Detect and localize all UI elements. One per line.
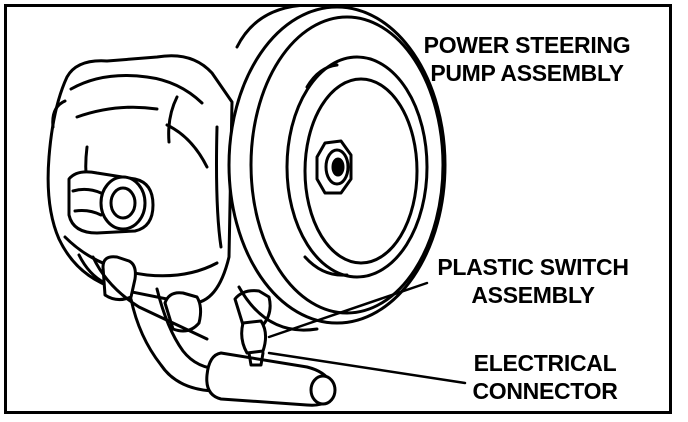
diagram-frame: POWER STEERING PUMP ASSEMBLY PLASTIC SWI… bbox=[4, 4, 672, 414]
label-pump-assembly: POWER STEERING PUMP ASSEMBLY bbox=[402, 31, 652, 87]
pump-illustration bbox=[46, 7, 467, 407]
label-connector-line2: CONNECTOR bbox=[472, 378, 618, 404]
leader-lines bbox=[267, 281, 467, 385]
label-switch-assembly: PLASTIC SWITCH ASSEMBLY bbox=[417, 253, 649, 309]
label-switch-line2: ASSEMBLY bbox=[471, 282, 595, 308]
label-electrical-connector: ELECTRICAL CONNECTOR bbox=[455, 349, 635, 405]
connector-leader-line bbox=[267, 351, 467, 385]
label-connector-line1: ELECTRICAL bbox=[473, 350, 617, 376]
plastic-switch bbox=[240, 319, 268, 367]
switch-leader-line bbox=[267, 281, 429, 339]
label-switch-line1: PLASTIC SWITCH bbox=[437, 254, 629, 280]
label-pump-line1: POWER STEERING bbox=[423, 32, 631, 58]
label-pump-line2: PUMP ASSEMBLY bbox=[430, 60, 624, 86]
pulley-nut bbox=[315, 139, 353, 195]
return-line bbox=[91, 255, 337, 407]
hose-fitting bbox=[67, 170, 155, 235]
